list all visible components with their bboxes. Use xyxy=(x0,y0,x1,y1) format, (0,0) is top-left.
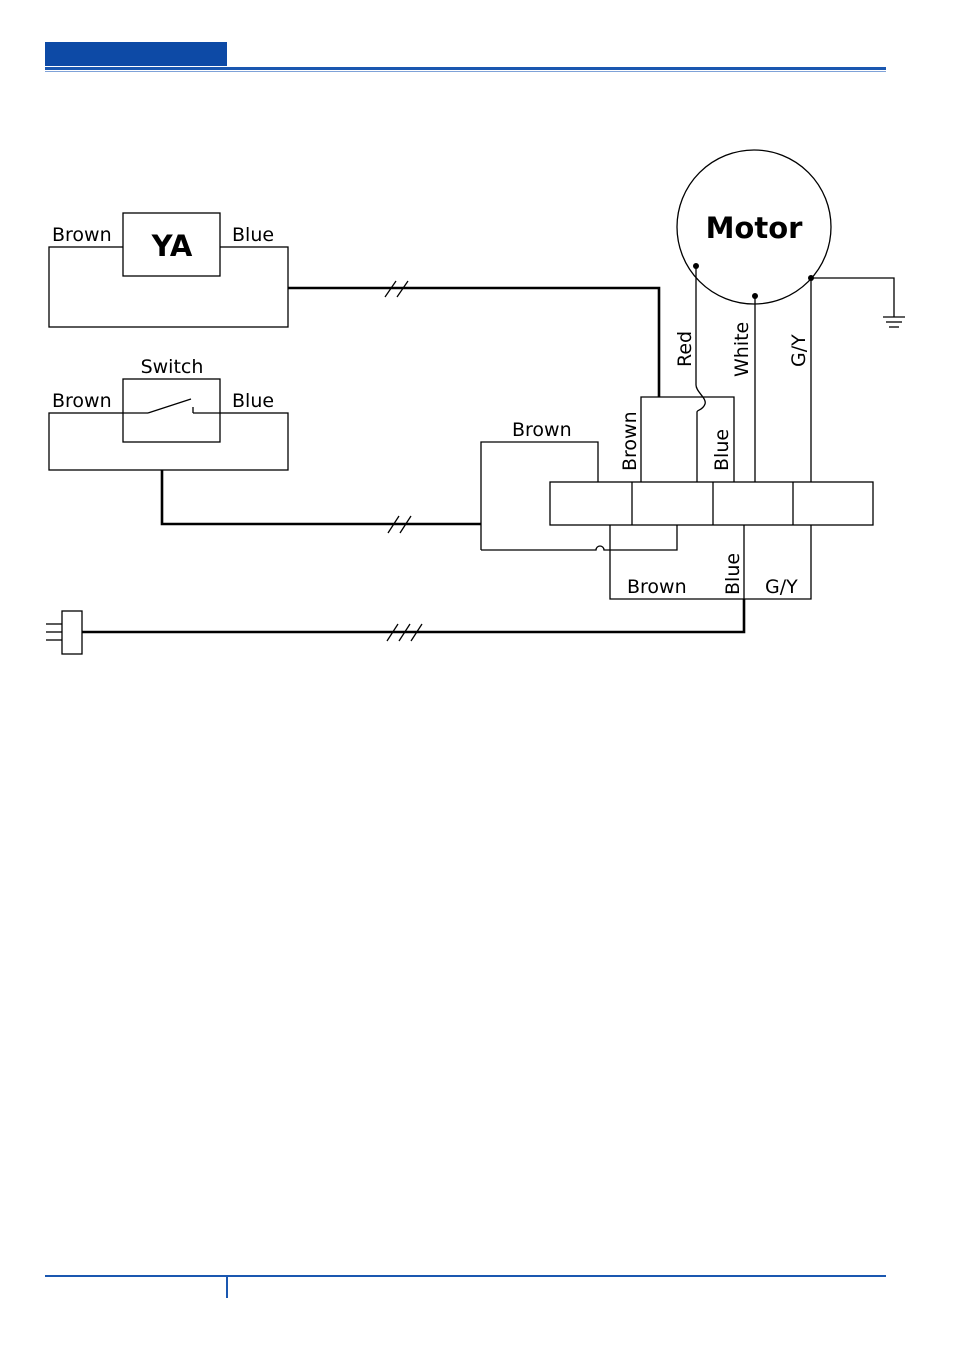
ground-icon xyxy=(811,278,905,327)
plug-icon xyxy=(46,611,82,654)
supply-gy-label: G/Y xyxy=(765,576,798,598)
switch-box xyxy=(123,379,220,442)
motor-gy-label: G/Y xyxy=(788,334,810,367)
supply-blue-label: Blue xyxy=(722,553,744,595)
ya-right-wire-label: Blue xyxy=(232,224,274,246)
footer-divider xyxy=(226,1277,228,1298)
supply-brown-label: Brown xyxy=(627,576,687,598)
ya-component: YA Brown Blue xyxy=(49,213,288,327)
power-cord xyxy=(82,599,744,641)
ya-cable xyxy=(288,281,659,397)
terminal-upper-wiring: Brown Blue xyxy=(619,397,734,482)
motor-red-label: Red xyxy=(674,331,696,367)
switch-component: Switch Brown Blue xyxy=(49,356,288,470)
terminal-brown-label: Brown xyxy=(619,411,641,471)
footer-rule xyxy=(45,1275,886,1277)
ya-left-wire-label: Brown xyxy=(52,224,112,246)
switch-cable xyxy=(162,470,481,533)
brown-harness: Brown xyxy=(481,419,677,550)
terminal-blue-label: Blue xyxy=(711,429,733,471)
harness-brown-label: Brown xyxy=(512,419,572,441)
terminal-block-body xyxy=(550,482,873,525)
switch-label: Switch xyxy=(141,356,204,378)
motor: Motor xyxy=(677,150,831,304)
switch-left-wire-label: Brown xyxy=(52,390,112,412)
terminal-block xyxy=(550,482,873,525)
supply-wiring: Brown Blue G/Y xyxy=(610,525,811,599)
ya-label: YA xyxy=(151,229,193,263)
motor-white-label: White xyxy=(731,322,753,377)
motor-wires: Red White G/Y xyxy=(674,266,811,482)
motor-label: Motor xyxy=(706,211,804,245)
switch-right-wire-label: Blue xyxy=(232,390,274,412)
